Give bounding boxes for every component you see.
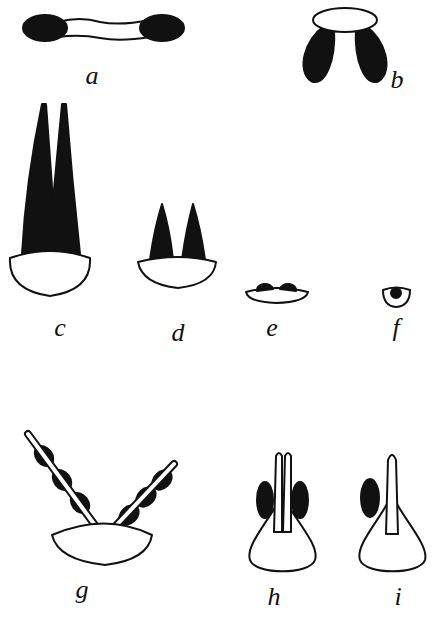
- figure-letter: h: [268, 584, 281, 610]
- figure-letter: d: [172, 320, 185, 346]
- organ-f: [383, 288, 410, 308]
- organ-b: [303, 8, 386, 82]
- organ-i: [359, 455, 425, 571]
- figure-letter: i: [394, 584, 401, 610]
- figure-letter: b: [391, 67, 404, 93]
- organ-d: [138, 204, 216, 288]
- organ-g: [28, 434, 175, 565]
- organ-a: [23, 15, 184, 41]
- figure-letter: f: [392, 315, 399, 341]
- organ-e: [246, 284, 308, 303]
- figure-letter: g: [76, 577, 89, 603]
- organ-c: [10, 104, 90, 296]
- figure-letter: e: [266, 315, 278, 341]
- organ-h: [249, 453, 315, 571]
- figure-letter: c: [54, 315, 66, 341]
- figure-letter: a: [86, 63, 99, 89]
